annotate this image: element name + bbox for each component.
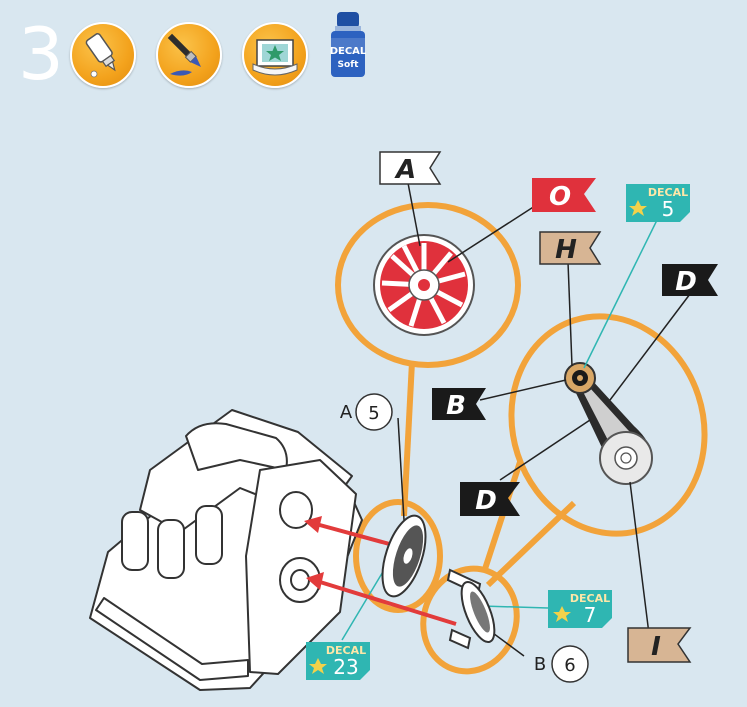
decal-tag-7: DECAL 7 [548,590,612,628]
flag-i-label: I [651,632,661,662]
callout-b6: B 6 [534,646,588,682]
flag-a-top-label: A [394,155,416,185]
orange-connector-lines [404,362,574,585]
flag-i: I [628,628,690,662]
decal-tag-23: DECAL 23 [306,642,370,680]
flag-b: B [432,388,486,421]
flag-o-label: O [549,182,571,212]
callout-b6-letter: B [534,654,546,675]
flag-a-top: A [380,152,440,185]
flag-h: H [540,232,600,265]
flag-h-label: H [555,235,577,265]
callout-a5-number: 5 [368,403,379,424]
flag-d-upper: D [662,264,718,297]
callout-b6-number: 6 [564,655,575,676]
decal-tag-5-number: 5 [662,197,675,221]
flag-b-label: B [446,391,466,421]
flag-o: O [532,178,596,212]
flag-d-lower-label: D [475,486,497,516]
fan-wheel [374,235,474,335]
decal-tag-23-number: 23 [333,655,358,679]
flag-d-upper-label: D [675,267,697,297]
callout-a5-letter: A [340,402,353,423]
belt-assembly [565,363,652,484]
callout-a5: A 5 [340,394,392,430]
decal-tag-7-number: 7 [584,603,597,627]
decal-tag-5: DECAL 5 [626,184,690,222]
pulley-a [374,510,434,601]
